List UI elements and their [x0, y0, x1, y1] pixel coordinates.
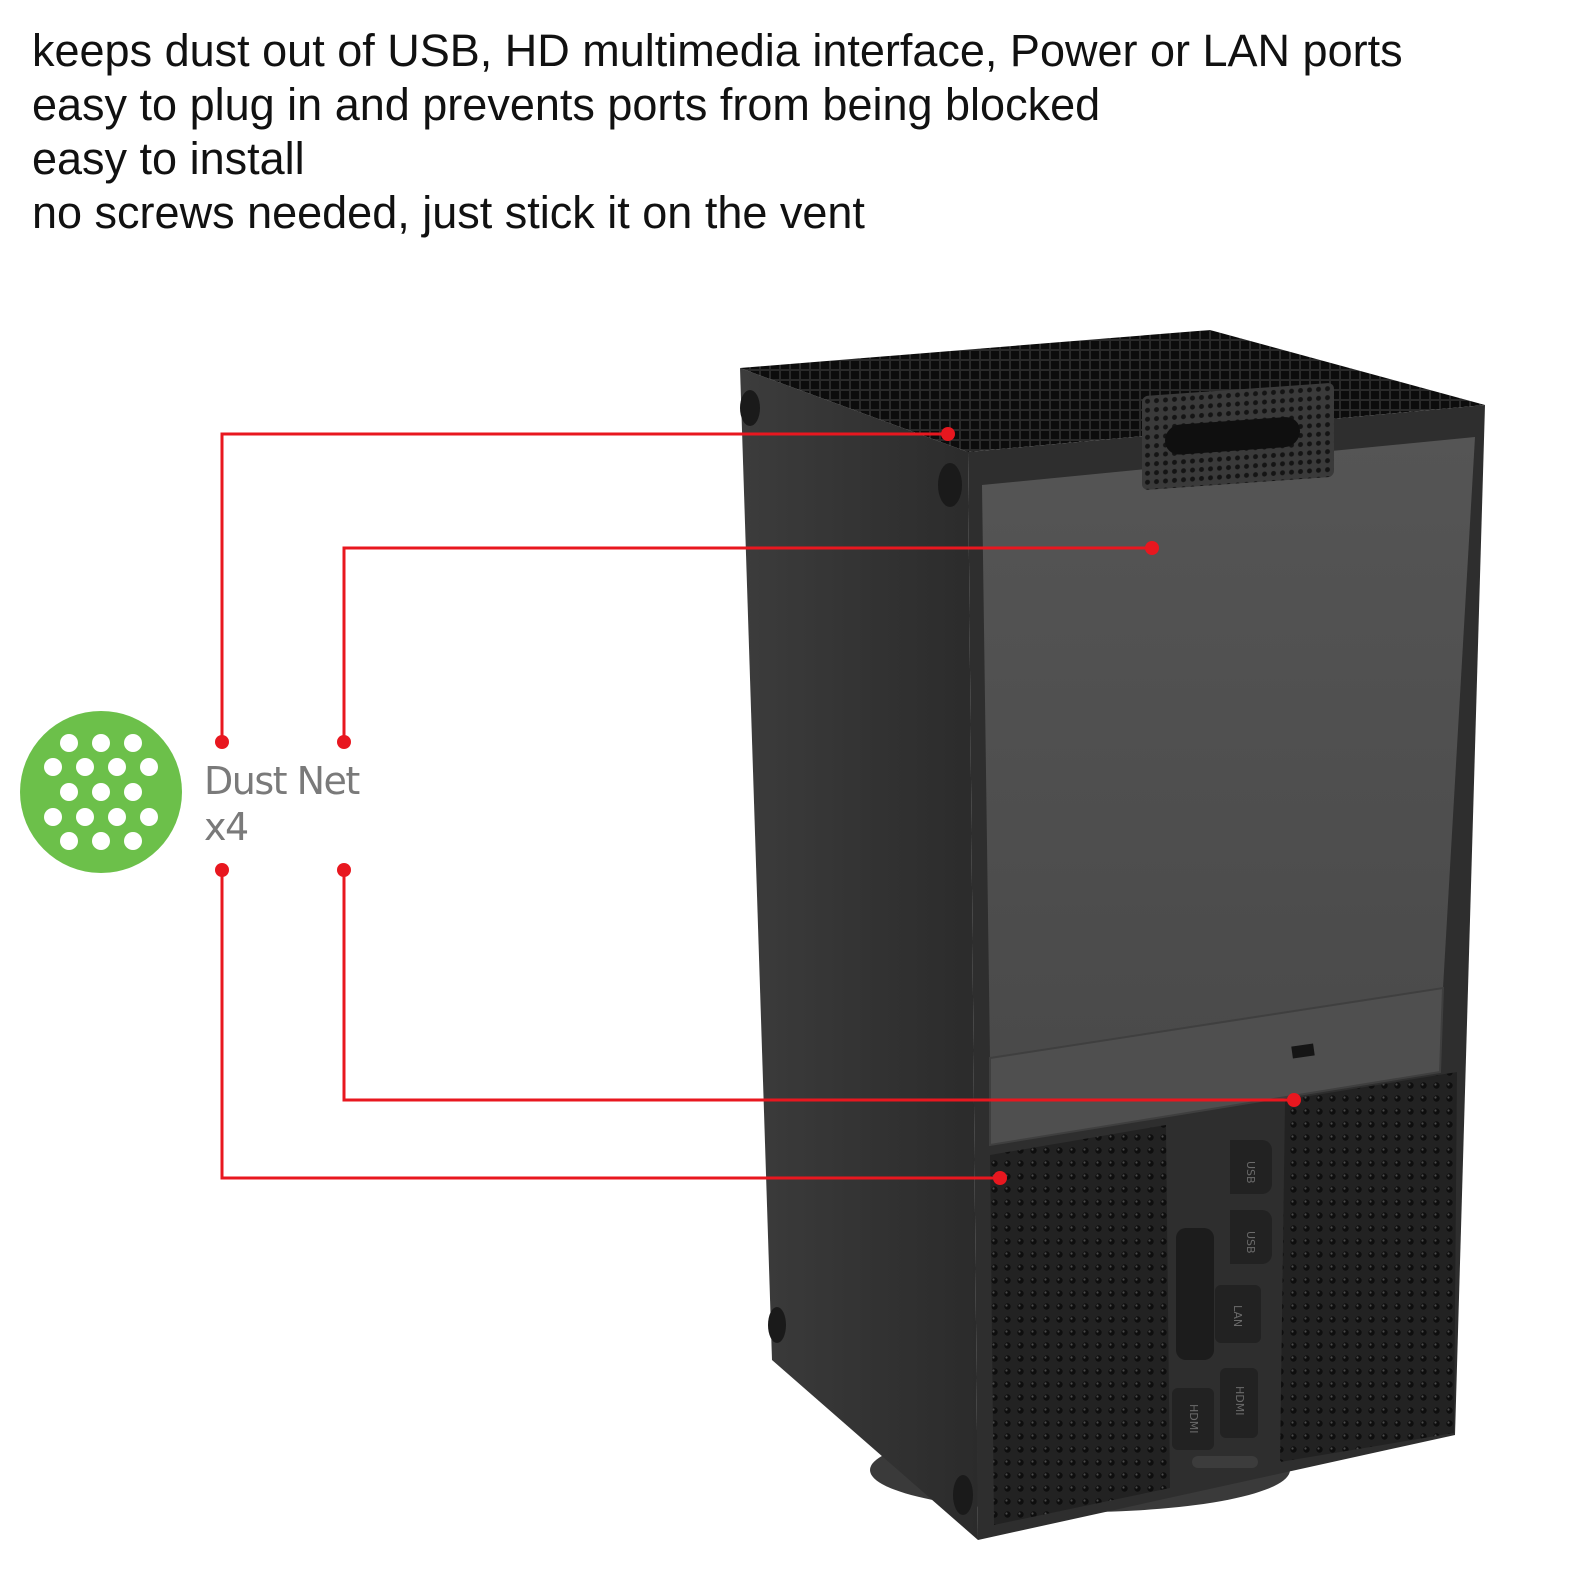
- port-label-hdmi-2: HDMI: [1187, 1404, 1200, 1433]
- callout-line-right-grill: [342, 870, 1294, 1102]
- corner-stud: [740, 390, 760, 426]
- callout-line-top-grill: [220, 432, 948, 740]
- corner-stud: [938, 463, 962, 507]
- dust-net-hole: [60, 832, 78, 850]
- port-label-usb-1: USB: [1244, 1161, 1257, 1184]
- feature-line: no screws needed, just stick it on the v…: [32, 187, 865, 238]
- dust-net-hole: [108, 758, 126, 776]
- feature-line: easy to plug in and prevents ports from …: [32, 79, 1101, 130]
- port-cover-usb: [1230, 1210, 1272, 1264]
- dust-net-hole: [124, 783, 142, 801]
- dust-net-hole: [92, 783, 110, 801]
- callout-dot: [337, 735, 351, 749]
- port-label-usb-2: USB: [1244, 1231, 1257, 1254]
- dust-net-icon: [20, 711, 182, 873]
- dust-net-hole: [140, 808, 158, 826]
- corner-stud: [768, 1307, 786, 1343]
- lower-right-grill: [1280, 1072, 1457, 1462]
- feature-line: keeps dust out of USB, HD multimedia int…: [32, 25, 1403, 76]
- dust-net-hole: [60, 734, 78, 752]
- feature-list: keeps dust out of USB, HD multimedia int…: [32, 24, 1403, 240]
- dust-net-hole: [60, 783, 78, 801]
- dust-net-hole: [76, 808, 94, 826]
- callout-lines: [220, 432, 1294, 1180]
- callout-line-exhaust-vent: [342, 546, 1152, 740]
- port-cover-usb: [1230, 1140, 1272, 1194]
- port-cover-hdmi: [1220, 1368, 1258, 1438]
- console-port-plate: [989, 986, 1445, 1147]
- accessory-quantity: x4: [204, 805, 248, 849]
- port-column-foot: [1192, 1456, 1258, 1468]
- dust-net-hole: [124, 832, 142, 850]
- dust-net-hole: [124, 734, 142, 752]
- dust-net-hole: [92, 734, 110, 752]
- dust-net-hole: [44, 808, 62, 826]
- port-cover-lan: [1215, 1285, 1261, 1343]
- callout-dot: [1145, 541, 1159, 555]
- feature-line: easy to install: [32, 133, 305, 184]
- console-indicator: [1291, 1043, 1315, 1059]
- dust-net-hole: [76, 758, 94, 776]
- dust-net-hole: [108, 808, 126, 826]
- accessory-name: Dust Net: [204, 759, 359, 803]
- callout-dot: [941, 427, 955, 441]
- port-cover-power: [1176, 1228, 1214, 1360]
- callout-dot: [993, 1171, 1007, 1185]
- callout-dot: [337, 863, 351, 877]
- dust-net-hole: [140, 758, 158, 776]
- dust-net-hole: [92, 832, 110, 850]
- console-rear-panel: [982, 437, 1475, 1058]
- callout-dot: [1287, 1093, 1301, 1107]
- callout-line-left-grill: [220, 870, 1000, 1180]
- callout-dot: [215, 735, 229, 749]
- port-cover-hdmi: [1172, 1388, 1214, 1450]
- corner-stud: [953, 1475, 973, 1515]
- console: USB USB LAN HDMI HDMI: [740, 330, 1485, 1540]
- console-side-panel: [740, 368, 978, 1540]
- lower-left-grill: [990, 1125, 1170, 1525]
- port-label-lan: LAN: [1231, 1305, 1244, 1327]
- callout-dot: [215, 863, 229, 877]
- dust-net-hole: [44, 758, 62, 776]
- exhaust-slot: [1165, 417, 1300, 455]
- callout-dots: [215, 427, 1301, 1185]
- port-label-hdmi-1: HDMI: [1233, 1386, 1246, 1415]
- port-column: USB USB LAN HDMI HDMI: [1172, 1140, 1272, 1468]
